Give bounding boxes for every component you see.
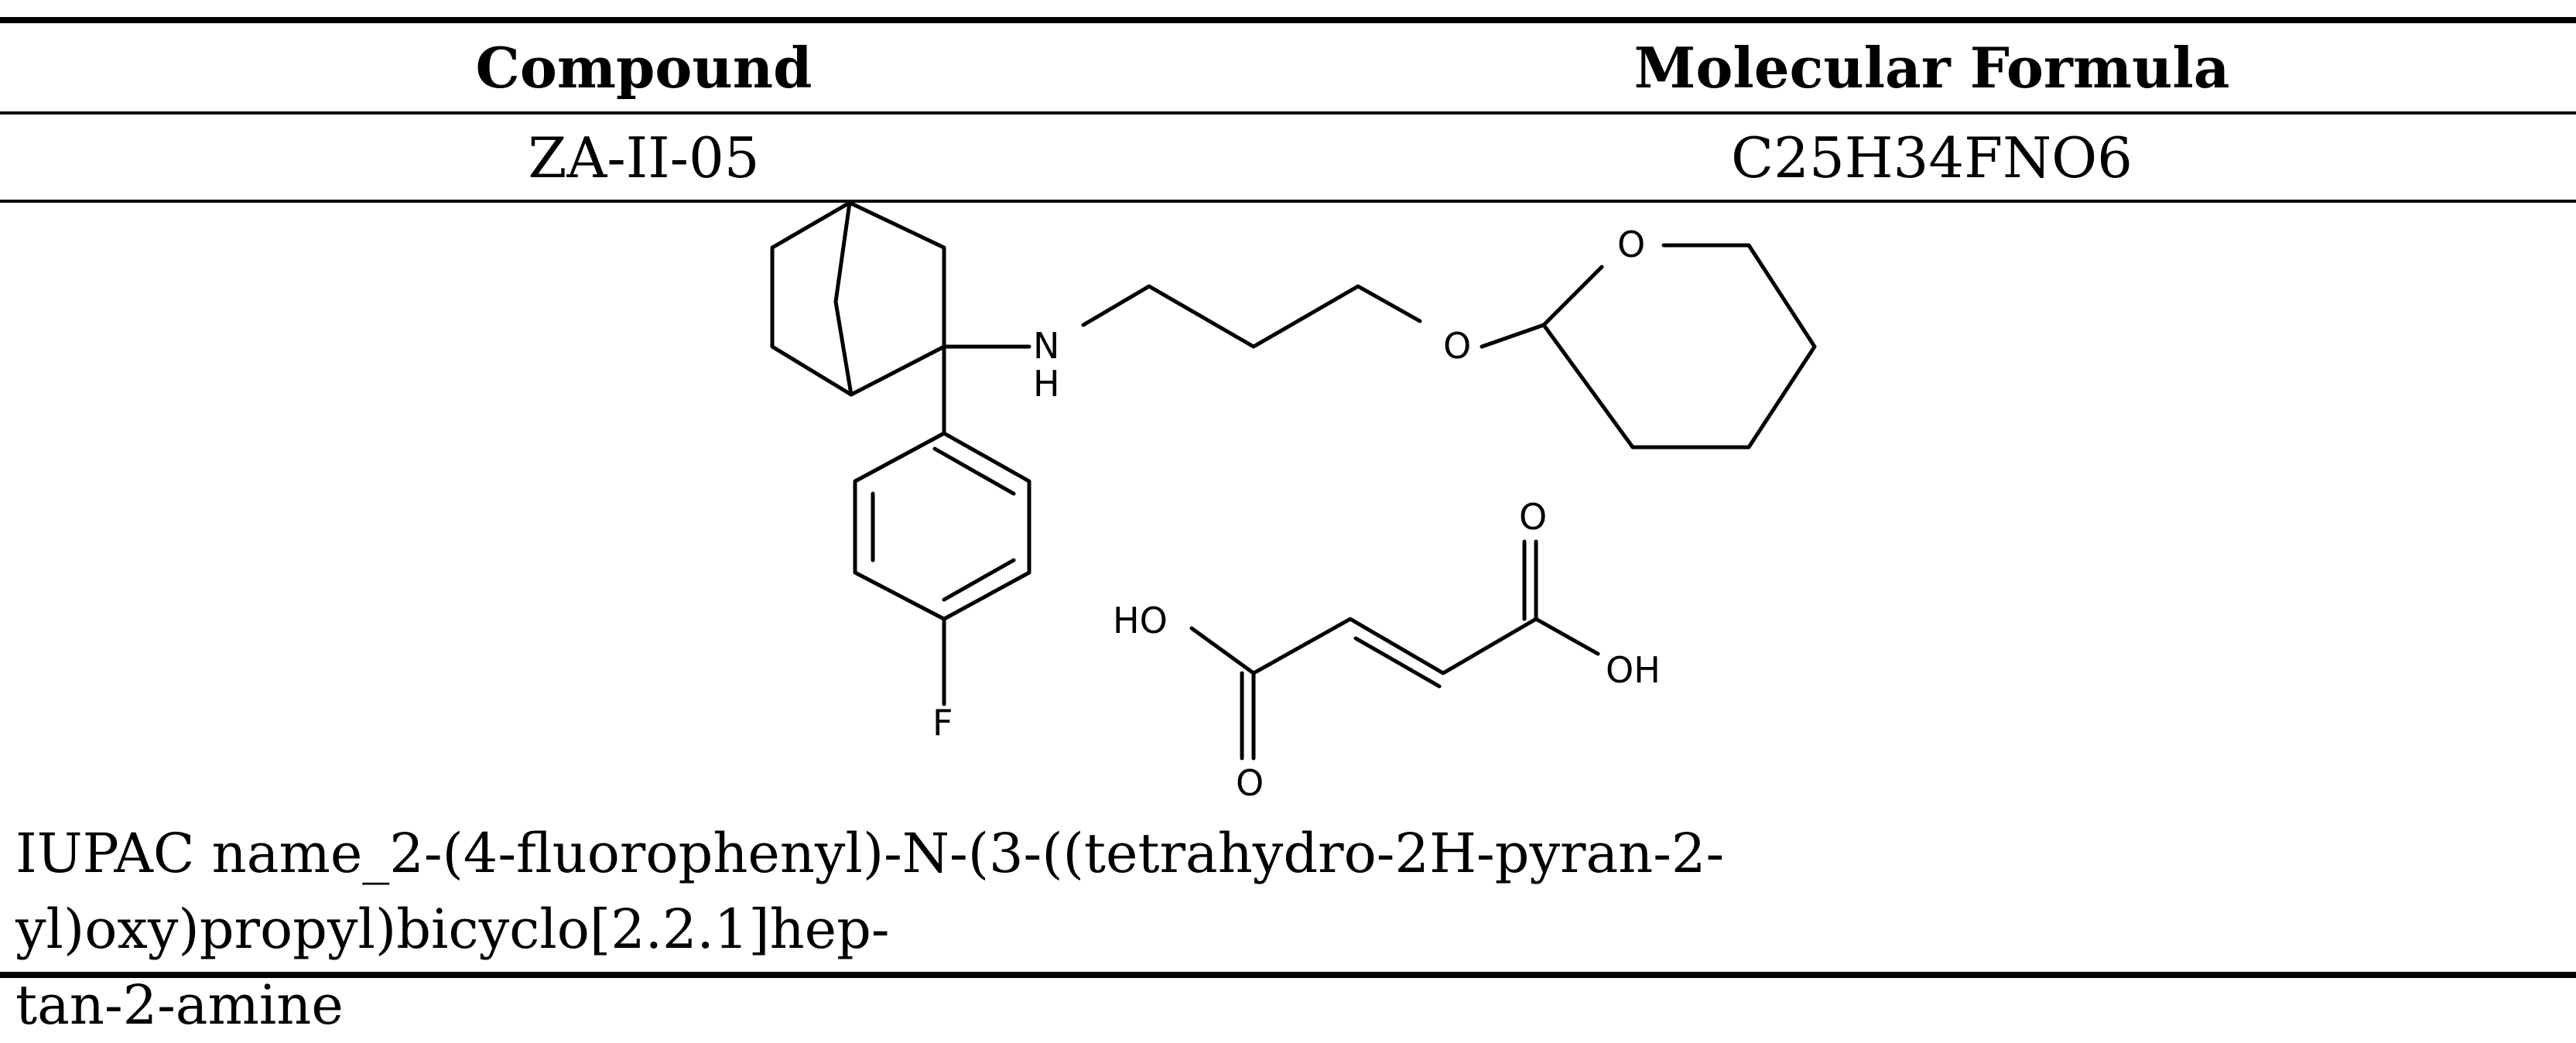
compound-name: ZA-II-05	[528, 125, 760, 190]
norbornane-ring	[770, 203, 946, 397]
thp-ring	[1541, 243, 1817, 450]
label-ring-O: O	[1617, 224, 1645, 265]
table-top-rule	[0, 17, 2576, 23]
iupac-line-1: IUPAC name_2-(4-fluorophenyl)-N-(3-((tet…	[15, 822, 1725, 961]
label-O-bottom: O	[1236, 762, 1264, 804]
label-H: H	[1033, 363, 1060, 405]
fumaric-double-bond	[1353, 636, 1442, 689]
header-compound: Compound	[475, 35, 812, 101]
label-F: F	[932, 702, 953, 744]
table-bottom-rule	[0, 972, 2576, 978]
label-O-top: O	[1519, 496, 1547, 538]
label-ether-O: O	[1443, 325, 1471, 367]
benzene-ring	[853, 431, 1031, 621]
label-N: N	[1033, 325, 1059, 367]
fumaric-chain	[1189, 617, 1600, 675]
benzene-double-bonds	[871, 446, 1016, 602]
propyl-chain	[1081, 284, 1422, 349]
carbonyl-bottom	[1240, 671, 1256, 761]
iupac-line-2: tan-2-amine	[15, 973, 344, 1037]
iupac-name: IUPAC name_2-(4-fluorophenyl)-N-(3-((tet…	[15, 816, 2554, 1043]
carbonyl-top	[1522, 539, 1538, 621]
label-HO: HO	[1113, 600, 1168, 641]
header-molecular-formula: Molecular Formula	[1634, 35, 2230, 101]
molecular-formula: C25H34FNO6	[1731, 125, 2133, 190]
label-OH: OH	[1606, 649, 1661, 691]
chemical-structure: N H O O F HO O OH O	[770, 203, 1817, 804]
norbornane-bridge	[833, 203, 854, 397]
header-rule	[0, 111, 2576, 115]
o-thp-bond	[1480, 323, 1546, 349]
row-rule	[0, 200, 2576, 203]
